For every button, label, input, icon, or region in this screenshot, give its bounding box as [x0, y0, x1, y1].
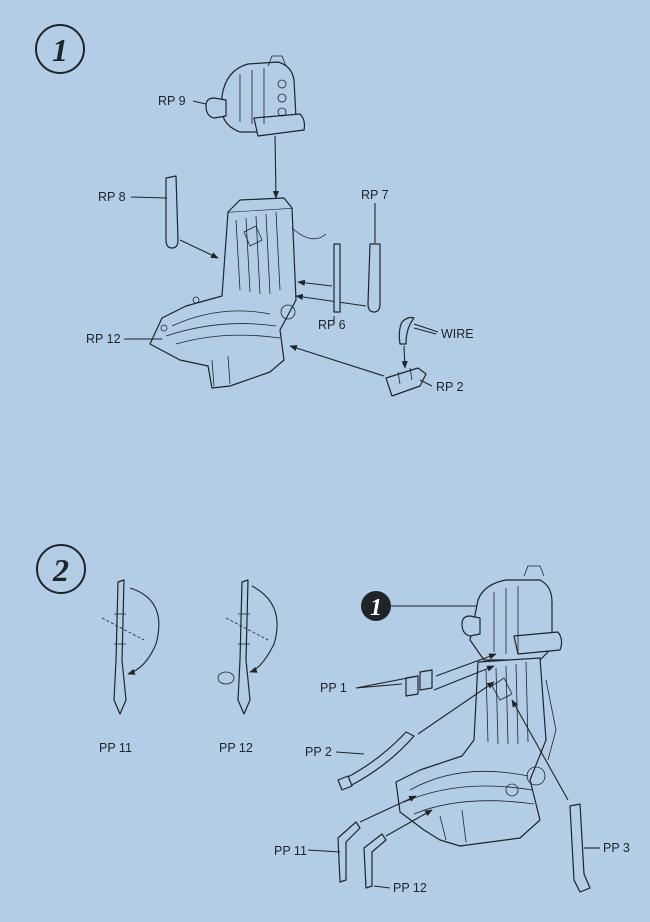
- label-rp7: RP 7: [361, 188, 389, 202]
- part-rp9-headrest: [205, 55, 306, 137]
- wire-arrow: [401, 345, 408, 369]
- step-2-number: 2: [52, 552, 69, 588]
- part-pp3-strap: [569, 803, 591, 893]
- pp1-arrow-upper: [435, 653, 497, 677]
- label-pp12-installed: PP 12: [393, 881, 427, 895]
- rp8-arrow: [179, 239, 219, 259]
- label-rp8: RP 8: [98, 190, 126, 204]
- part-pp11-strap: [101, 579, 160, 715]
- part-pp11-installed: [337, 821, 361, 883]
- pp12-installed-arrow: [385, 809, 433, 837]
- rp7-arrow: [295, 293, 367, 307]
- label-pp2: PP 2: [305, 745, 332, 759]
- part-pp12-strap: [217, 579, 278, 715]
- rp9-leader: [192, 100, 207, 105]
- part-rp8-bar: [165, 175, 179, 249]
- step-1-number: 1: [52, 32, 68, 68]
- pp12-installed-leader: [373, 885, 391, 889]
- pp2-leader: [335, 751, 365, 755]
- rp8-leader: [130, 196, 168, 199]
- label-pp3: PP 3: [603, 841, 630, 855]
- part-rp6-rod: [333, 243, 341, 313]
- pp11-installed-leader: [307, 849, 341, 853]
- rp6-arrow: [297, 279, 333, 287]
- pp1-leader: [355, 675, 419, 689]
- seat-assembly-step2: [395, 565, 563, 847]
- label-pp11-installed: PP 11: [274, 844, 307, 858]
- step-1-badge: 1: [35, 24, 85, 74]
- part-pp1-pads: [405, 669, 433, 697]
- part-rp7-bar: [367, 243, 381, 313]
- label-rp2: RP 2: [436, 380, 464, 394]
- pp2-arrow: [417, 681, 495, 735]
- step-2-badge: 2: [36, 544, 86, 594]
- ref-step-1-number: 1: [370, 595, 382, 621]
- rp9-arrow: [272, 135, 279, 199]
- label-pp1: PP 1: [320, 681, 347, 695]
- label-rp12: RP 12: [86, 332, 121, 346]
- label-pp11-strap: PP 11: [99, 741, 132, 755]
- part-wire: [398, 316, 415, 345]
- label-wire: WIRE: [441, 327, 474, 341]
- ref-step-1-badge: 1: [361, 591, 391, 621]
- part-pp2-strap: [337, 731, 415, 791]
- pp11-installed-arrow: [359, 795, 417, 823]
- wire-leader: [413, 323, 439, 335]
- seat-assembly-step1: [149, 197, 327, 389]
- label-rp9: RP 9: [158, 94, 186, 108]
- rp2-leader: [419, 379, 433, 387]
- rp2-arrow: [289, 345, 385, 377]
- pp3-arrow: [511, 699, 569, 801]
- part-rp2-handle: [385, 367, 427, 397]
- label-pp12-strap: PP 12: [219, 741, 253, 755]
- pp1-arrow-lower: [433, 665, 495, 691]
- part-pp12-installed: [363, 833, 387, 889]
- label-rp6: RP 6: [318, 318, 346, 332]
